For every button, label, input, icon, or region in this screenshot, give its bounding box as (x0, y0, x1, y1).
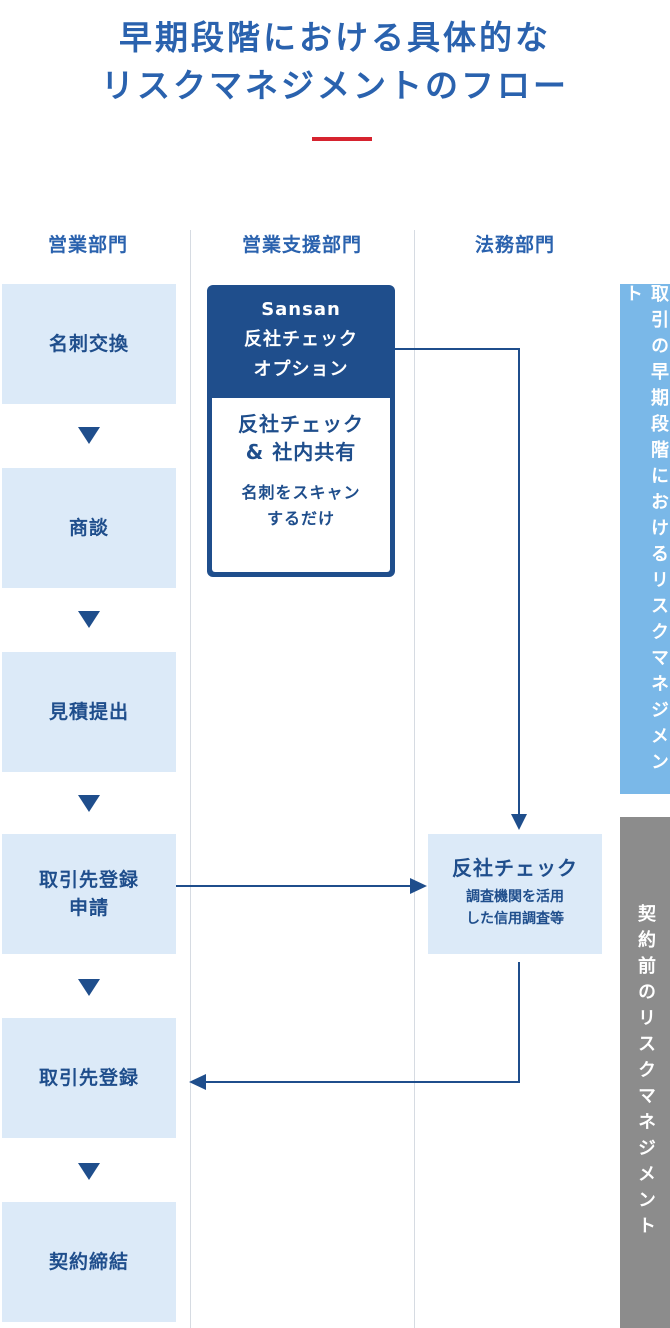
step-client-registration: 取引先登録 (2, 1018, 176, 1138)
legal-check-label: 反社チェック (452, 856, 578, 880)
title-line-1: 早期段階における具体的な (119, 18, 551, 57)
down-triangle-icon (78, 1163, 100, 1180)
sansan-option-box: Sansan 反社チェック オプション 反社チェック & 社内共有 名刺をスキャ… (207, 285, 395, 577)
step-client-registration-request: 取引先登録 申請 (2, 834, 176, 954)
side-label-pre-contract: 契約前のリスクマネジメント (635, 903, 656, 1242)
step-quotation: 見積提出 (2, 652, 176, 772)
arrow-down-icon (395, 348, 527, 830)
column-divider (414, 230, 415, 1328)
step-contract-signing: 契約締結 (2, 1202, 176, 1322)
title-line-2: リスクマネジメントのフロー (101, 66, 569, 105)
down-triangle-icon (78, 979, 100, 996)
sansan-option-header: Sansan 反社チェック オプション (244, 299, 358, 380)
arrow-left-icon (189, 962, 520, 1090)
sansan-check-label: 反社チェック & 社内共有 (238, 412, 364, 464)
side-bar-early-stage: 取引の早期段階におけるリスクマネジメント (620, 284, 670, 794)
column-header-legal: 法務部門 (474, 234, 555, 256)
step-negotiation: 商談 (2, 468, 176, 588)
legal-check-description: 調査機関を活用 した信用調査等 (466, 889, 564, 927)
legal-check-box: 反社チェック 調査機関を活用 した信用調査等 (428, 834, 602, 954)
down-triangle-icon (78, 795, 100, 812)
sansan-scan-label: 名刺をスキャン するだけ (241, 483, 361, 528)
title-accent-rule (312, 137, 372, 141)
side-bar-pre-contract: 契約前のリスクマネジメント (620, 817, 670, 1328)
sansan-option-body: 反社チェック & 社内共有 名刺をスキャン するだけ (212, 398, 390, 572)
step-business-card-exchange: 名刺交換 (2, 284, 176, 404)
page-title: 早期段階における具体的な リスクマネジメントのフロー (0, 14, 670, 110)
column-header-sales-support: 営業支援部門 (241, 234, 362, 256)
column-header-sales: 営業部門 (47, 234, 128, 256)
down-triangle-icon (78, 427, 100, 444)
side-label-early-stage: 取引の早期段階におけるリスクマネジメント (622, 284, 669, 778)
down-triangle-icon (78, 611, 100, 628)
column-divider (190, 230, 191, 1328)
arrow-right-icon (176, 878, 427, 894)
